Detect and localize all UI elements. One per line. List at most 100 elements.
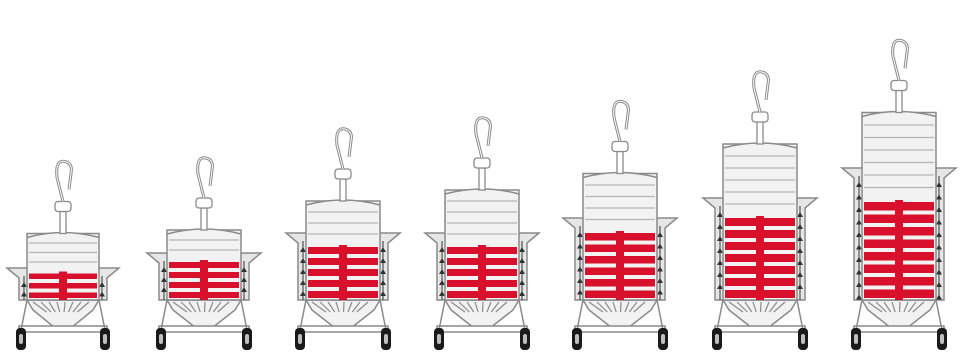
airflow-arrow-icon xyxy=(797,248,803,253)
trolley-base xyxy=(712,299,808,350)
wheel-hub xyxy=(801,334,805,344)
airflow-arrow-icon xyxy=(936,244,942,250)
airflow-arrow-icon xyxy=(99,291,105,297)
hook-shaft xyxy=(756,121,764,145)
axle-bar xyxy=(714,325,806,333)
airflow-arrow-icon xyxy=(380,280,386,285)
heating-unit-5 xyxy=(560,99,680,350)
airflow-arrow-icon xyxy=(717,284,723,289)
trolley-base xyxy=(851,299,947,350)
leg xyxy=(160,299,168,331)
airflow-arrow-icon xyxy=(577,278,583,283)
hook-shaft xyxy=(339,178,347,202)
hopper-tooth xyxy=(188,301,197,313)
red-heating-panels xyxy=(447,245,517,300)
hook-shaft xyxy=(59,210,67,235)
airflow-arrow-icon xyxy=(856,257,862,262)
hook-icon xyxy=(55,159,73,202)
airflow-arrow-icon xyxy=(936,182,942,187)
airflow-arrow-icon xyxy=(380,247,386,252)
airflow-arrow-icon xyxy=(797,272,803,277)
hook-highlight xyxy=(197,157,213,199)
airflow-arrow-icon xyxy=(21,282,27,287)
trolley-base xyxy=(295,299,391,350)
hopper-tooth xyxy=(495,301,508,313)
hook-icon xyxy=(474,116,492,159)
airflow-arrow-icon xyxy=(519,291,525,296)
wheel-hub xyxy=(298,334,302,344)
leg xyxy=(20,299,28,331)
airflow-arrow-icon xyxy=(717,224,723,229)
airflow-arrow-icon xyxy=(657,278,663,283)
central-bus-bar xyxy=(200,260,208,300)
heating-unit-1 xyxy=(4,159,122,350)
airflow-arrow-icon xyxy=(717,260,723,265)
hopper-tooth xyxy=(728,301,744,313)
airflow-arrow-icon xyxy=(717,248,723,253)
hopper xyxy=(860,299,938,329)
airflow-arrow-icon xyxy=(657,243,663,249)
hook-swivel xyxy=(473,157,491,169)
hopper-tooth xyxy=(891,301,896,313)
red-heating-panels xyxy=(29,271,97,300)
leg xyxy=(518,299,526,331)
hopper-tooth xyxy=(903,301,909,313)
airflow-arrow-icon xyxy=(856,244,862,250)
heating-unit-3 xyxy=(283,127,403,350)
lifting-hook xyxy=(54,159,73,235)
hook-swivel xyxy=(611,140,629,153)
hook-highlight xyxy=(336,128,352,170)
axle-bar xyxy=(158,325,250,333)
airflow-arrow-icon xyxy=(936,294,942,300)
airflow-arrow-icon xyxy=(241,287,247,292)
wheel-hub xyxy=(854,334,858,344)
airflow-arrow-icon xyxy=(936,232,942,237)
airflow-arrow-icon xyxy=(856,194,862,200)
hopper-tooth xyxy=(212,301,222,313)
airflow-arrow-icon xyxy=(856,282,862,287)
airflow-arrow-icon xyxy=(577,232,583,237)
hopper-tooth xyxy=(48,301,56,313)
lifting-hook xyxy=(334,127,353,202)
wheel-hub xyxy=(523,334,527,344)
airflow-arrow-icon xyxy=(439,258,445,263)
leg xyxy=(240,299,248,331)
airflow-arrow-icon xyxy=(936,257,942,262)
leg xyxy=(716,299,724,331)
hopper-tooth xyxy=(458,301,470,313)
hopper-tooth xyxy=(63,301,66,313)
airflow-arrow-icon xyxy=(856,232,862,237)
central-bus-bar xyxy=(59,271,67,300)
airflow-arrow-icon xyxy=(657,255,663,260)
hook-icon xyxy=(752,70,770,113)
central-bus-bar xyxy=(339,245,347,300)
hopper-tooth xyxy=(768,301,778,313)
airflow-arrow-icon xyxy=(797,212,803,217)
trolley-base xyxy=(434,299,530,350)
hook-shaft xyxy=(616,150,624,175)
hopper-tooth xyxy=(883,301,892,313)
hook-swivel xyxy=(195,197,213,209)
hopper xyxy=(581,299,659,329)
heating-unit-2 xyxy=(144,156,264,350)
leg xyxy=(656,299,664,331)
hopper-tooth xyxy=(588,301,604,313)
airflow-arrow-icon xyxy=(380,269,386,274)
leg xyxy=(935,299,943,331)
airflow-arrow-icon xyxy=(380,258,386,263)
hopper-tooth xyxy=(466,301,475,313)
hook-icon xyxy=(612,99,630,142)
hopper xyxy=(721,299,799,329)
wheel-hub xyxy=(384,334,388,344)
hook-highlight xyxy=(753,71,769,113)
airflow-arrow-icon xyxy=(797,260,803,265)
lifting-hook xyxy=(473,116,492,191)
airflow-arrow-icon xyxy=(856,269,862,275)
leg xyxy=(98,299,106,331)
hopper-tooth xyxy=(217,301,230,313)
hopper-tooth xyxy=(319,301,331,313)
leg xyxy=(576,299,584,331)
airflow-arrow-icon xyxy=(241,277,247,282)
hopper-tooth xyxy=(208,301,214,313)
